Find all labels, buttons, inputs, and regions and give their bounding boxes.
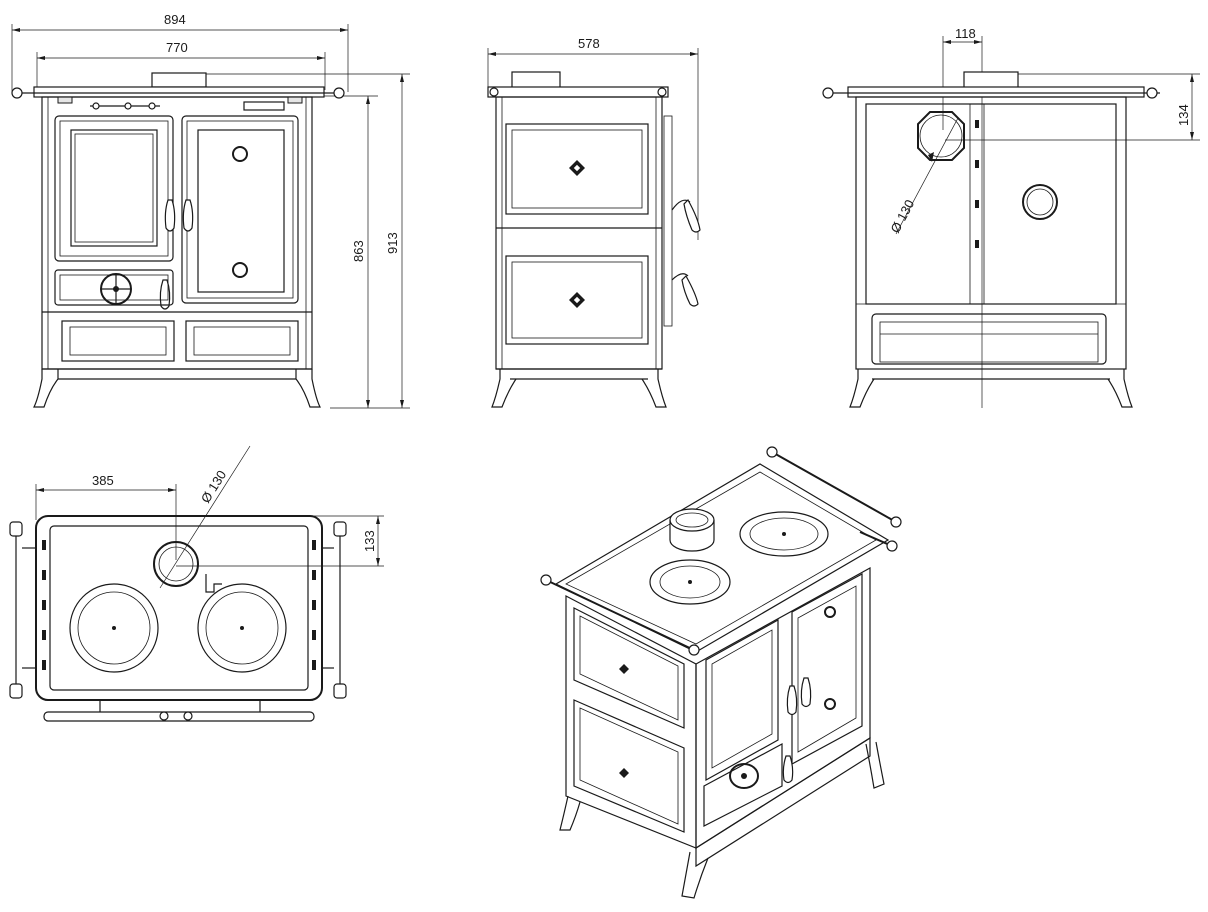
dim-body-width: 770 xyxy=(166,40,188,55)
top-view: 385 133 xyxy=(9,445,384,722)
dim-height-total: 913 xyxy=(385,232,400,254)
dim-flue-depth: 133 xyxy=(362,530,377,552)
dim-height-top: 863 xyxy=(351,240,366,262)
dim-flue-diameter-rear: Ø 130 xyxy=(887,197,917,235)
dim-overall-width: 894 xyxy=(164,12,186,27)
front-view: 894 770 863 913 xyxy=(11,12,410,409)
dim-flue-height: 134 xyxy=(1176,104,1191,126)
dim-depth: 578 xyxy=(578,36,600,51)
isometric-view xyxy=(540,446,902,899)
dim-flue-offset-top: 385 xyxy=(92,473,114,488)
dim-flue-offset-rear: 118 xyxy=(955,26,976,41)
side-view: 578 xyxy=(487,36,701,408)
rear-view: 118 134 Ø 130 xyxy=(822,26,1200,408)
